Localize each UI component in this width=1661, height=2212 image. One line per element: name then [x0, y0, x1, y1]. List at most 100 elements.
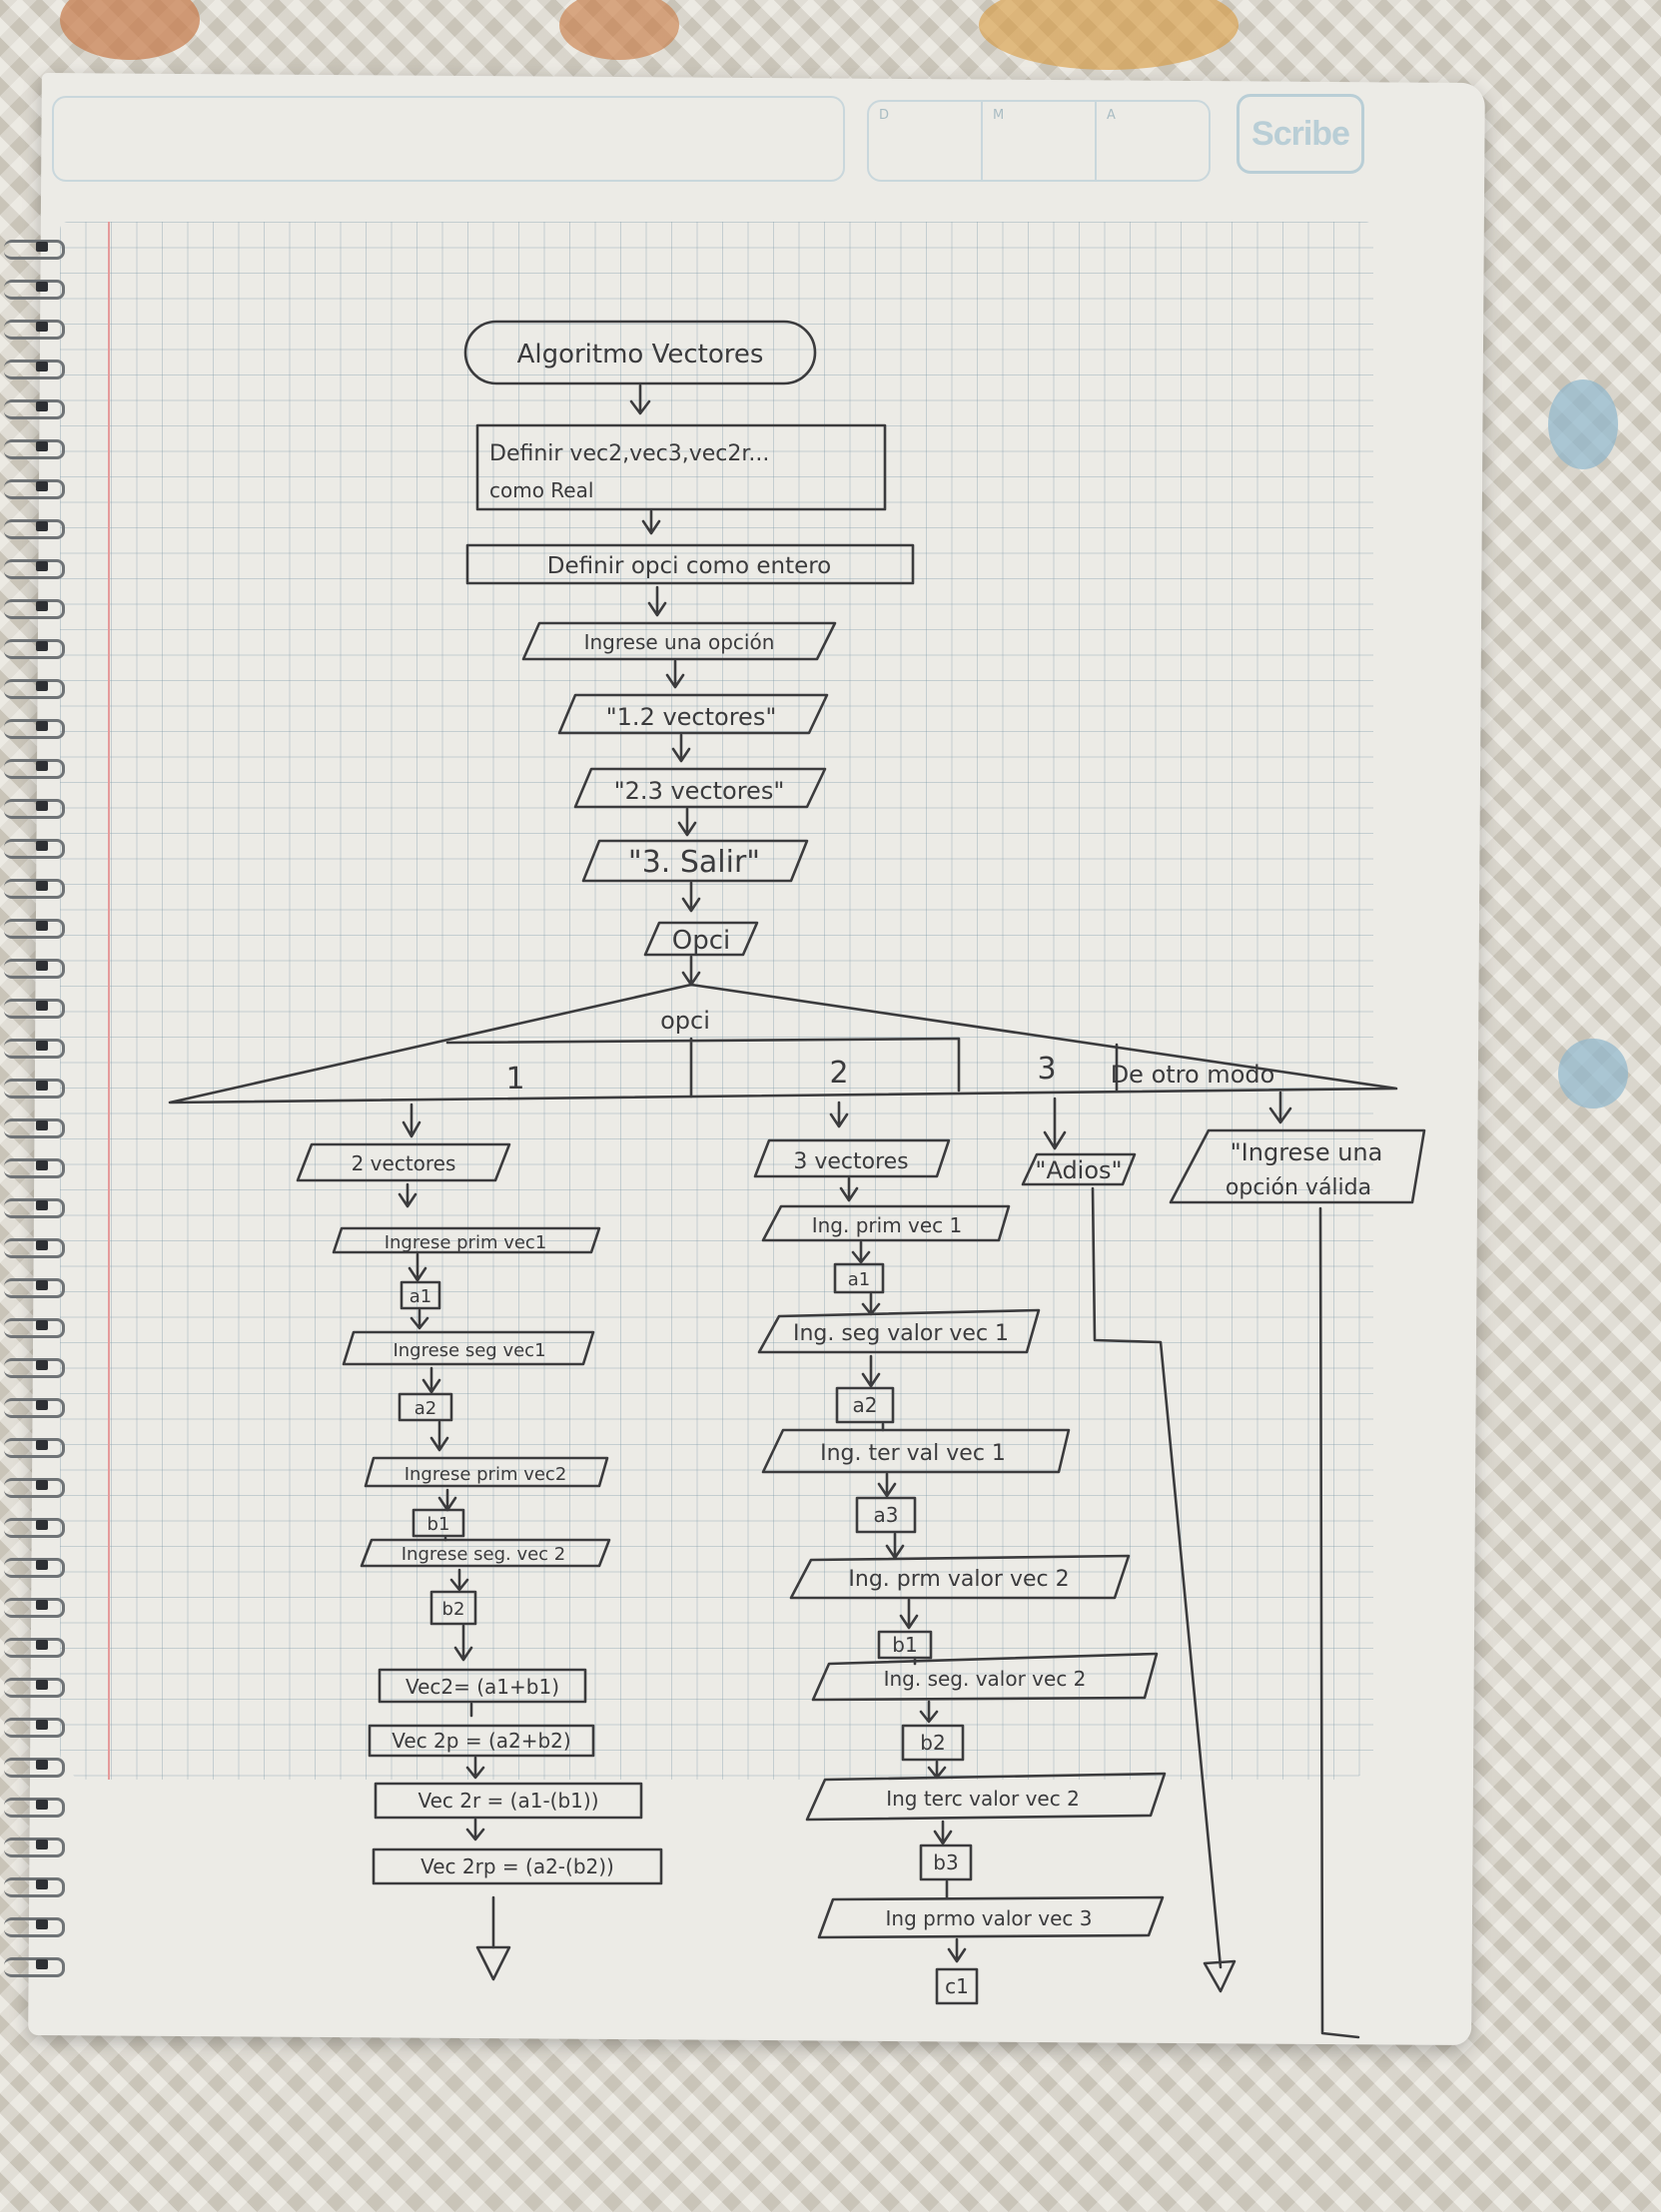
spiral-hole [36, 681, 48, 691]
flow-arrow [665, 659, 685, 689]
case2-step-1: Ing. prim vec 1 [812, 1213, 963, 1237]
spiral-hole [36, 601, 48, 611]
case1-step-6: b1 [427, 1514, 450, 1535]
spiral-hole [36, 401, 48, 411]
case1-calc-2: Vec 2p = (a2+b2) [392, 1729, 570, 1753]
spiral-ring [4, 1358, 65, 1378]
default-output-line1: "Ingrese una [1231, 1138, 1383, 1166]
case1-var-box [398, 1392, 453, 1422]
spiral-ring [4, 1718, 65, 1738]
spiral-ring [4, 320, 65, 340]
spiral-ring [4, 839, 65, 859]
flow-arrow [885, 1532, 905, 1560]
menu-output-3 [581, 839, 809, 883]
case1-calc-4: Vec 2rp = (a2-(b2)) [420, 1854, 614, 1878]
flow-arrow [919, 1700, 939, 1724]
spiral-ring [4, 1798, 65, 1818]
switch-case-divider [445, 1037, 1119, 1099]
spiral-ring [4, 759, 65, 779]
spiral-hole [36, 1760, 48, 1770]
spiral-ring [4, 519, 65, 539]
start-label: Algoritmo Vectores [517, 340, 764, 369]
flow-arrow [429, 1420, 449, 1452]
case2-step-7: Ing. prm valor vec 2 [848, 1567, 1069, 1592]
spiral-hole [36, 1800, 48, 1810]
spiral-ring [4, 360, 65, 379]
spiral-ring [4, 1558, 65, 1578]
spiral-ring [4, 280, 65, 300]
case2-step-4: a2 [853, 1393, 878, 1417]
spiral-ring [4, 959, 65, 979]
case1-step-4: a2 [415, 1398, 436, 1419]
case2-step-9: Ing. seg. valor vec 2 [884, 1667, 1087, 1691]
spiral-hole [36, 881, 48, 891]
flow-arrow [453, 1624, 473, 1662]
case1-var-box [400, 1280, 441, 1310]
case2-step-6: a3 [874, 1503, 899, 1527]
case2-input-prompt [761, 1204, 1011, 1242]
flow-arrow [877, 1472, 897, 1498]
case1-calc-1: Vec2= (a1+b1) [406, 1675, 559, 1699]
case2-input-prompt [805, 1772, 1167, 1822]
flow-arrow [402, 1103, 421, 1138]
flower-decoration [559, 0, 679, 60]
spiral-hole [36, 1160, 48, 1170]
define-int-process [465, 543, 915, 585]
date-field: D M A [867, 100, 1211, 182]
case3-output-label: "Adios" [1035, 1156, 1122, 1184]
spiral-hole [36, 961, 48, 971]
spiral-hole [36, 282, 48, 292]
case2-input-prompt [817, 1895, 1165, 1939]
case1-input-prompt [342, 1330, 595, 1366]
flow-arrow [829, 1101, 849, 1128]
flow-arrow [398, 1182, 417, 1208]
flow-arrow [861, 1354, 881, 1388]
menu-output-2 [573, 767, 827, 809]
menu-label-2: "2.3 vectores" [614, 777, 785, 805]
default-output [1169, 1128, 1426, 1204]
spiral-hole [36, 1959, 48, 1969]
read-opci-input [643, 921, 759, 957]
spiral-hole [36, 242, 48, 252]
menu-label-1: "1.2 vectores" [606, 703, 777, 731]
spiral-ring [4, 1398, 65, 1418]
case2-step-10: b2 [920, 1731, 945, 1755]
date-year-label: A [1107, 108, 1116, 123]
case2-var-box [833, 1262, 885, 1294]
flow-arrow [681, 881, 701, 913]
spiral-ring [4, 399, 65, 419]
case1-step-3: Ingrese seg vec1 [393, 1340, 545, 1361]
spiral-hole [36, 1041, 48, 1051]
date-divider [1095, 102, 1097, 180]
case1-var-box [412, 1508, 465, 1538]
spiral-ring [4, 1238, 65, 1258]
flow-arrow [449, 1568, 469, 1592]
flow-arrow [1043, 1097, 1067, 1150]
case1-step-8: b2 [442, 1599, 465, 1620]
spiral-hole [36, 481, 48, 491]
spiral-hole [36, 1081, 48, 1091]
spiral-hole [36, 1120, 48, 1130]
case1-var-box [429, 1590, 477, 1626]
case2-step-11: Ing terc valor vec 2 [886, 1787, 1080, 1811]
menu-output-1 [557, 693, 829, 735]
flow-arrow [671, 733, 691, 763]
flow-arrow [861, 1292, 881, 1316]
spiral-ring [4, 599, 65, 619]
define-real-process [475, 423, 887, 511]
spiral-ring [4, 1158, 65, 1178]
case-label-default: De otro modo [1111, 1061, 1275, 1089]
spiral-hole [36, 1240, 48, 1250]
default-output-line2: opción válida [1226, 1175, 1371, 1200]
grid-paper [60, 222, 1373, 1780]
spiral-ring [4, 1917, 65, 1937]
spiral-ring [4, 999, 65, 1019]
flow-arrow [927, 1760, 947, 1780]
spiral-hole [36, 1200, 48, 1210]
spiral-ring [4, 559, 65, 579]
prompt-output [521, 621, 837, 661]
flow-arrow [933, 1820, 953, 1845]
spiral-ring [4, 1838, 65, 1857]
case2-step-3: Ing. seg valor vec 1 [793, 1321, 1009, 1346]
flow-arrow [410, 1308, 429, 1330]
